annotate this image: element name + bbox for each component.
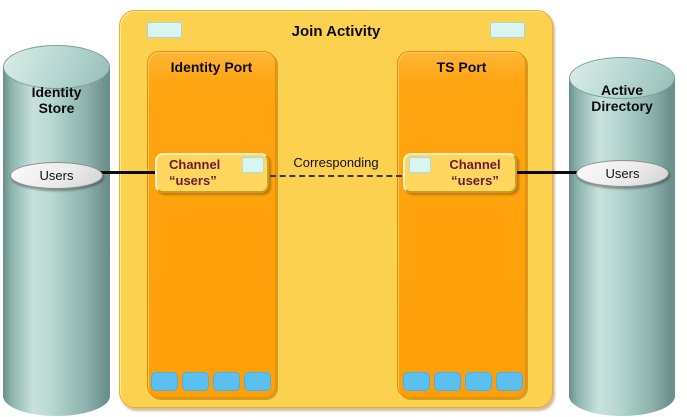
port-connector-icon: [151, 372, 178, 391]
output-tab-icon: [490, 22, 525, 38]
active-directory-cylinder-top: [569, 57, 675, 99]
identity-store-label-line2: Store: [38, 100, 75, 116]
port-connector-icon: [496, 372, 523, 391]
channel-input-tab-icon: [409, 157, 431, 173]
active-directory-label-line2: Directory: [591, 98, 653, 114]
port-connector-icon: [182, 372, 209, 391]
channel-label-line2: “users”: [169, 173, 217, 188]
channel-label-line1: Channel: [449, 157, 501, 172]
identity-port-chip-row: [151, 372, 271, 391]
active-directory-cylinder: [569, 78, 675, 416]
identity-port-title: Identity Port: [170, 59, 253, 75]
identity-store-users-ellipse: Users: [10, 162, 103, 189]
corresponding-label: Corresponding: [293, 155, 379, 170]
ts-port-channel-badge: Channel “users”: [403, 153, 517, 193]
channel-label-line2: “users”: [451, 173, 499, 188]
corresponding-dashed-line: [270, 175, 402, 177]
identity-port-channel-badge: Channel “users”: [155, 153, 269, 193]
port-connector-icon: [403, 372, 430, 391]
port-connector-icon: [465, 372, 492, 391]
ts-port-box: [397, 51, 526, 398]
identity-store-link-line: [100, 171, 157, 174]
join-activity-title: Join Activity: [291, 23, 381, 40]
port-connector-icon: [244, 372, 271, 391]
channel-label-line1: Channel: [169, 157, 221, 172]
port-connector-icon: [434, 372, 461, 391]
ts-port-channel-text: Channel “users”: [405, 155, 515, 189]
active-directory-label-line1: Active: [600, 82, 644, 98]
ts-port-title: TS Port: [436, 59, 487, 75]
identity-store-label-line1: Identity: [31, 84, 82, 100]
identity-port-box: [147, 51, 276, 398]
identity-port-channel-text: Channel “users”: [157, 155, 267, 189]
port-connector-icon: [213, 372, 240, 391]
active-directory-link-line: [515, 171, 578, 174]
active-directory-users-ellipse: Users: [576, 160, 669, 187]
channel-output-tab-icon: [242, 157, 264, 173]
identity-store-cylinder-top: [3, 45, 110, 89]
ts-port-chip-row: [403, 372, 523, 391]
identity-store-cylinder: [3, 67, 110, 416]
identity-store-label: Identity Store: [3, 84, 110, 116]
active-directory-label: Active Directory: [569, 82, 675, 114]
input-tab-icon: [147, 22, 182, 38]
